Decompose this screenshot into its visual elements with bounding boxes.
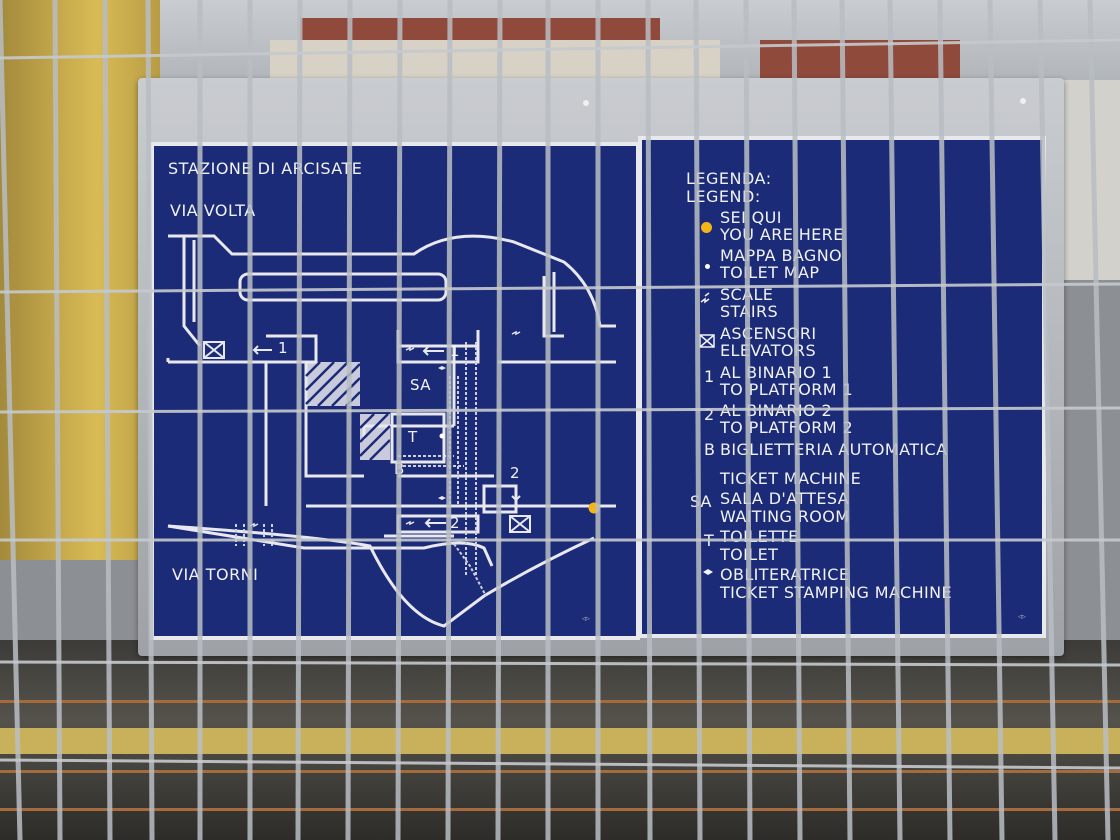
- station-map-panel: STAZIONE DI ARCISATE VIA VOLTA VIA TORNI: [150, 142, 640, 640]
- map-title: STAZIONE DI ARCISATE: [168, 159, 363, 178]
- manufacturer-logo: ◁▷: [1018, 614, 1026, 620]
- elevator-icon: [699, 334, 715, 348]
- rail: [0, 808, 1120, 811]
- legend-item-label: TICKET STAMPING MACHINE: [720, 583, 953, 602]
- legend-marker: B: [704, 440, 715, 459]
- screw: [583, 100, 589, 106]
- toilet-map-icon: [705, 264, 710, 269]
- legend-panel: LEGENDA: LEGEND: SEI QUI YOU ARE HERE MA…: [638, 136, 1046, 638]
- map-label-t: T: [408, 428, 418, 446]
- stamping-icon: [703, 569, 713, 575]
- map-arrow-label-2: 2: [450, 514, 461, 532]
- platform-stripe: [0, 728, 1120, 754]
- street-via-torni: VIA TORNI: [172, 565, 259, 584]
- legend-item-label: STAIRS: [720, 302, 779, 321]
- station-map-drawing: [166, 234, 616, 628]
- legend-item-label: WAITING ROOM: [720, 507, 850, 526]
- legend-item-label: TICKET MACHINE: [720, 469, 862, 488]
- legend-item-label: ASCENSORI: [720, 324, 817, 343]
- manufacturer-logo: ◁▷: [582, 616, 590, 622]
- legend-heading-en: LEGEND:: [686, 187, 761, 206]
- legend-item-label: BIGLIETTERIA AUTOMATICA: [720, 440, 948, 459]
- legend-item-label: ELEVATORS: [720, 341, 816, 360]
- map-arrow-label-1b: 1: [450, 342, 461, 360]
- you-are-here-icon: [701, 222, 712, 233]
- legend-item-label: SALA D'ATTESA: [720, 489, 850, 508]
- street-via-volta: VIA VOLTA: [170, 201, 256, 220]
- legend-heading-it: LEGENDA:: [686, 169, 772, 188]
- map-label-b: B: [394, 460, 405, 478]
- roof-right: [760, 40, 960, 80]
- stairs-icon: [700, 292, 710, 304]
- legend-item-label: TOILET MAP: [720, 263, 820, 282]
- legend-item-label: SCALE: [720, 285, 774, 304]
- legend-item-label: TO PLATFORM 1: [720, 380, 854, 399]
- screw: [1020, 98, 1026, 104]
- map-platform2-label: 2: [510, 464, 521, 482]
- legend-item-label: TOILET: [720, 545, 779, 564]
- legend-item-label: AL BINARIO 2: [720, 401, 833, 420]
- legend-marker: 1: [704, 367, 715, 386]
- legend-item-label: OBLITERATRICE: [720, 565, 850, 584]
- legend-item-label: YOU ARE HERE: [720, 225, 844, 244]
- legend-item-label: TO PLATFORM 2: [720, 418, 854, 437]
- toilet-map-dot: [439, 433, 445, 439]
- legend-item-label: MAPPA BAGNO: [720, 246, 843, 265]
- yellow-wall: [0, 0, 160, 560]
- rail: [0, 770, 1120, 773]
- map-arrow-label-1a: 1: [278, 339, 289, 357]
- map-label-sa: SA: [410, 376, 432, 394]
- legend-marker: SA: [690, 492, 712, 511]
- legend-item-label: TOILETTE: [720, 527, 799, 546]
- legend-item-label: SEI QUI: [720, 208, 782, 227]
- legend-item-label: AL BINARIO 1: [720, 363, 833, 382]
- building-right: [1060, 80, 1120, 280]
- legend-marker: 2: [704, 405, 715, 424]
- legend-marker: T: [704, 531, 714, 550]
- rail: [0, 700, 1120, 703]
- you-are-here-dot: [588, 502, 600, 514]
